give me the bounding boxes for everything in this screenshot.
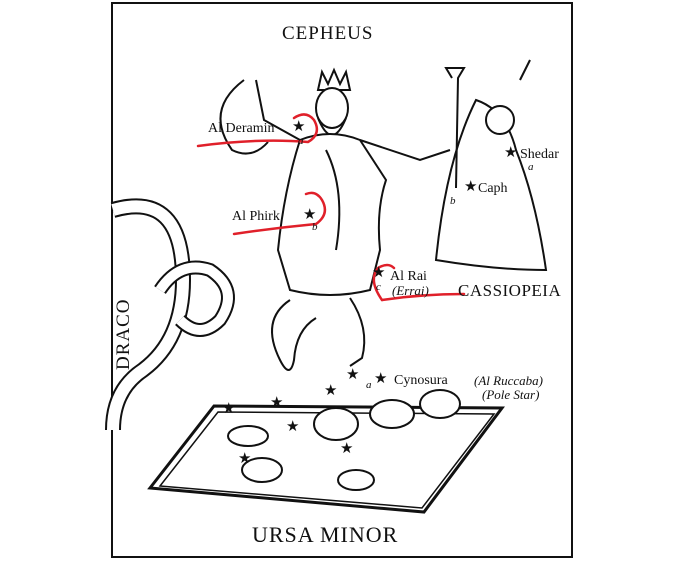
star-alt-name-errai: (Errai)	[392, 283, 429, 298]
draco-label: DRACO	[113, 298, 134, 370]
ursa-minor-pen	[147, 389, 505, 514]
star-label-shedar: Shedar	[520, 147, 559, 162]
star-label-al-deramin: Al Deramin	[208, 121, 275, 136]
star-icon: ★	[340, 441, 354, 457]
star-icon: ★	[346, 367, 360, 383]
star-icon: ★	[372, 265, 386, 281]
star-icon: ★	[303, 207, 317, 223]
greek-letter: a	[366, 379, 372, 391]
star-icon: ★	[270, 395, 284, 411]
greek-letter: b	[450, 195, 456, 207]
cepheus-label: CEPHEUS	[282, 23, 374, 44]
star-note-pole-star: (Pole Star)	[482, 387, 540, 402]
star-label-caph: Caph	[478, 181, 508, 196]
draco-figure	[105, 198, 235, 431]
star-icon: ★	[286, 419, 300, 435]
star-alt-name-al-ruccaba: (Al Ruccaba)	[474, 373, 543, 388]
greek-letter: b	[312, 221, 318, 233]
red-annotations	[196, 113, 466, 302]
star-icon: ★	[222, 401, 236, 417]
greek-letter: c	[376, 281, 381, 293]
star-icon: ★	[464, 179, 478, 195]
star-icon: ★	[324, 383, 338, 399]
star-label-cynosura: Cynosura	[394, 373, 448, 388]
star-icon: ★	[374, 371, 388, 387]
ursa-minor-label: URSA MINOR	[252, 522, 399, 547]
star-label-al-phirk: Al Phirk	[232, 209, 280, 224]
cassiopeia-figure	[434, 59, 548, 272]
greek-letter: a	[298, 135, 304, 147]
star-icon: ★	[504, 145, 518, 161]
star-label-al-rai: Al Rai	[390, 269, 427, 284]
cepheus-figure	[219, 67, 451, 371]
star-icon: ★	[292, 119, 306, 135]
cassiopeia-label: CASSIOPEIA	[458, 281, 562, 300]
greek-letter: a	[528, 161, 534, 173]
star-icon: ★	[238, 451, 252, 467]
